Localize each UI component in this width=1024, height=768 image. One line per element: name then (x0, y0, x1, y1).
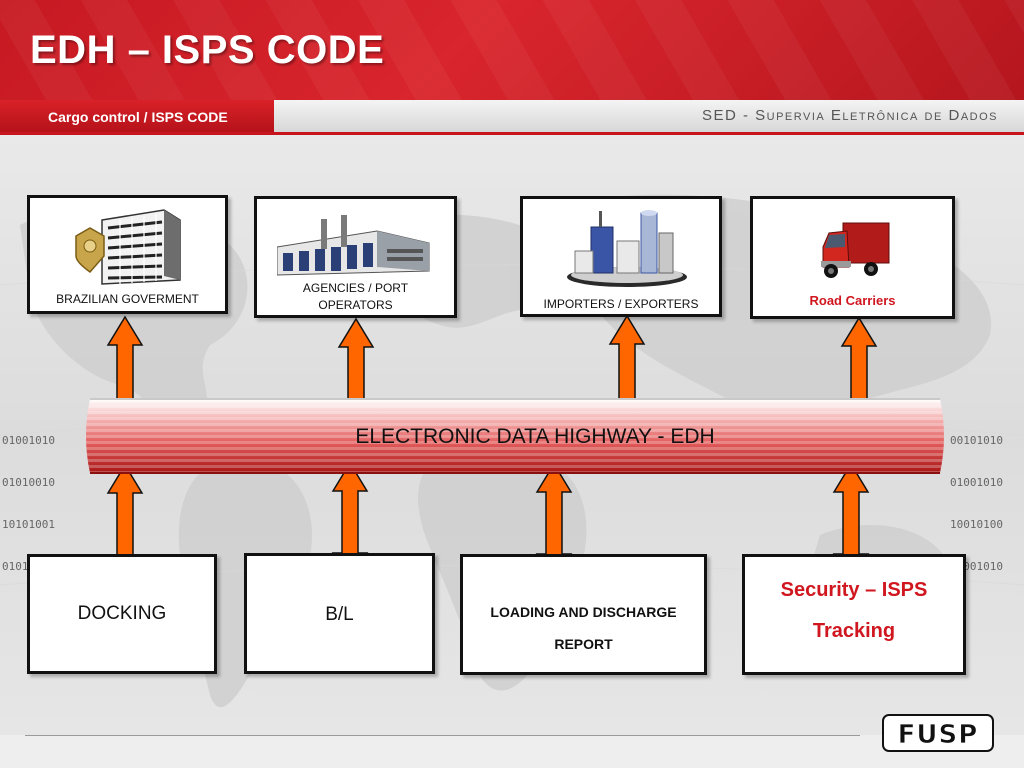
box-importers-exporters: IMPORTERS / EXPORTERS (520, 196, 722, 317)
box-label-agencies-line: AGENCIES / PORT OPERATORS (302, 281, 409, 312)
box-label-brazilian-government: BRAZILIAN GOVERMENT (56, 292, 199, 306)
brand-text: SED - Supervia Eletrônica de Dados (701, 107, 998, 124)
subtitle-bar: Cargo control / ISPS CODE SED - Supervia… (0, 100, 1024, 135)
highway-label: ELECTRONIC DATA HIGHWAY - EDH (355, 425, 715, 448)
box-label-importers-exporters: IMPORTERS / EXPORTERS (543, 297, 699, 311)
binary-left-line: 10101001 (2, 518, 55, 531)
box-security-isps-tracking: Security – ISPS Tracking (742, 554, 966, 675)
binary-right-line: 01001010 (950, 476, 1003, 489)
fusp-logo: FUSP (882, 714, 994, 752)
box-agencies-port-operators: AGENCIES / PORT OPERATORS (254, 196, 457, 318)
box-label-bl: B/L (325, 604, 354, 625)
box-label-security-line1: Security – ISPS (780, 579, 928, 601)
data-highway-tube (86, 398, 944, 474)
box-bl: B/L (244, 553, 435, 674)
box-road-carriers: Road Carriers (750, 196, 955, 319)
header-banner: EDH – ISPS CODE (0, 0, 1024, 100)
box-label-loading-line1: LOADING AND DISCHARGE (490, 604, 677, 620)
box-label-road-carriers: Road Carriers (809, 293, 896, 308)
box-label-loading-line2: REPORT (554, 636, 613, 652)
box-docking: DOCKING (27, 554, 217, 674)
truck-icon (821, 222, 890, 278)
footer-divider (25, 735, 860, 736)
page-title: EDH – ISPS CODE (30, 28, 385, 72)
box-label-security-line2: Tracking (812, 620, 896, 642)
binary-right-line: 10010100 (950, 518, 1003, 531)
box-label-security-tracking: Security – ISPS Tracking (745, 570, 963, 652)
binary-left-line: 01001010 (2, 434, 55, 447)
industrial-buildings-icon (567, 210, 687, 287)
binary-right-line: 00101010 (950, 434, 1003, 447)
government-building-badge-icon (75, 209, 181, 285)
box-label-loading-discharge: LOADING AND DISCHARGE REPORT (463, 596, 704, 660)
box-label-docking: DOCKING (77, 603, 167, 624)
box-label-agencies-port-operators: AGENCIES / PORT OPERATORS (257, 280, 454, 314)
page-subtitle: Cargo control / ISPS CODE (48, 109, 228, 125)
subtitle-tab: Cargo control / ISPS CODE (0, 100, 274, 132)
header-texture (0, 0, 1024, 100)
fusp-logo-text: FUSP (898, 720, 979, 750)
box-brazilian-government: BRAZILIAN GOVERMENT (27, 195, 228, 314)
binary-left-line: 01010010 (2, 476, 55, 489)
box-loading-discharge-report: LOADING AND DISCHARGE REPORT (460, 554, 707, 675)
port-agency-building-icon (277, 215, 430, 276)
